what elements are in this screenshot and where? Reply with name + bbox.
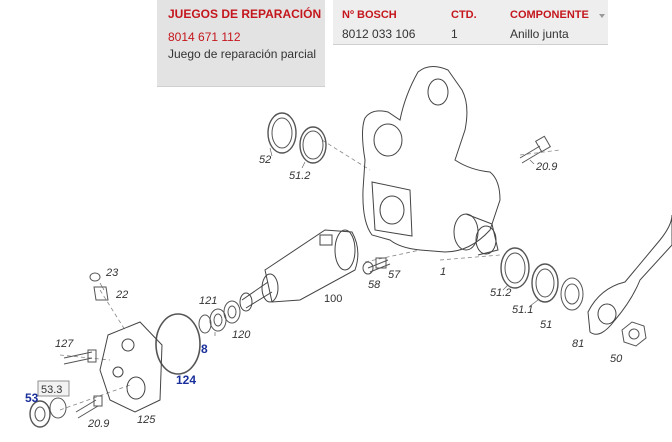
callout-20-9-lower[interactable]: 20.9 (87, 418, 109, 430)
part-8-ring[interactable] (198, 314, 212, 334)
col-header-qty[interactable]: CTD. (451, 9, 477, 21)
callout-124-link[interactable]: 124 (176, 373, 196, 387)
callout-125[interactable]: 125 (137, 414, 156, 426)
callout-120[interactable]: 120 (232, 329, 251, 341)
col-header-component[interactable]: COMPONENTE (510, 9, 589, 21)
callout-51-2-lower[interactable]: 51.2 (490, 287, 511, 299)
part-20-9-bolt[interactable] (519, 135, 552, 164)
repair-kit-description: Juego de reparación parcial (168, 47, 317, 61)
callout-81[interactable]: 81 (572, 338, 584, 350)
part-125-cover[interactable] (99, 321, 163, 413)
callout-52[interactable]: 52 (259, 154, 271, 166)
part-120-washer[interactable] (223, 300, 241, 324)
part-51-2-upper-ring[interactable] (299, 126, 327, 164)
part-58-nipple[interactable] (362, 261, 374, 275)
callout-57[interactable]: 57 (388, 269, 401, 281)
part-23-ring[interactable] (89, 272, 101, 282)
part-127-bolt[interactable] (63, 349, 97, 365)
part-22-plug[interactable] (93, 286, 109, 301)
parts-table: Nº BOSCH CTD. COMPONENTE 8012 033 106 1 … (333, 0, 608, 45)
callout-23[interactable]: 23 (105, 267, 119, 279)
part-50-nut[interactable] (621, 321, 647, 347)
part-57-screw[interactable] (367, 257, 391, 273)
callout-50[interactable]: 50 (610, 353, 623, 365)
row-component: Anillo junta (510, 27, 569, 41)
callout-58[interactable]: 58 (368, 279, 381, 291)
part-1-housing[interactable] (362, 66, 501, 256)
callout-127[interactable]: 127 (55, 338, 74, 350)
callout-1[interactable]: 1 (440, 266, 446, 278)
col-header-bosch-no[interactable]: Nº BOSCH (342, 9, 397, 21)
callout-121[interactable]: 121 (199, 295, 217, 307)
callout-51-2-upper[interactable]: 51.2 (289, 170, 310, 182)
part-100-piston[interactable] (239, 229, 359, 312)
part-53-washer[interactable] (29, 400, 51, 428)
callout-51-1[interactable]: 51.1 (512, 304, 533, 316)
row-bosch-no: 8012 033 106 (342, 27, 416, 41)
repair-kits-header: JUEGOS DE REPARACIÓN (168, 7, 322, 21)
part-51-1-ring[interactable] (531, 263, 559, 303)
part-53-3-washer[interactable] (49, 397, 67, 419)
part-51-2-lower-ring[interactable] (500, 247, 530, 289)
sort-arrow-icon[interactable] (599, 14, 605, 18)
part-81-pitman-arm[interactable] (587, 214, 672, 335)
row-qty: 1 (451, 27, 458, 41)
repair-kit-code-link[interactable]: 8014 671 112 (168, 30, 241, 44)
callout-22[interactable]: 22 (115, 289, 128, 301)
callout-53-link[interactable]: 53 (25, 391, 39, 405)
callout-51[interactable]: 51 (540, 319, 552, 331)
part-52-ring[interactable] (267, 112, 297, 154)
part-51-ring[interactable] (560, 277, 584, 311)
repair-kit-panel: JUEGOS DE REPARACIÓN 8014 671 112 Juego … (157, 0, 325, 87)
callout-53-3: 53.3 (41, 384, 62, 396)
part-20-9-lower-bolt[interactable] (75, 395, 103, 419)
callout-53-3-box[interactable]: 53.3 (37, 380, 70, 397)
callout-20-9-upper[interactable]: 20.9 (535, 161, 557, 173)
part-124-o-ring[interactable] (155, 313, 201, 375)
callout-100[interactable]: 100 (324, 293, 342, 305)
callout-8-link[interactable]: 8 (201, 342, 208, 356)
